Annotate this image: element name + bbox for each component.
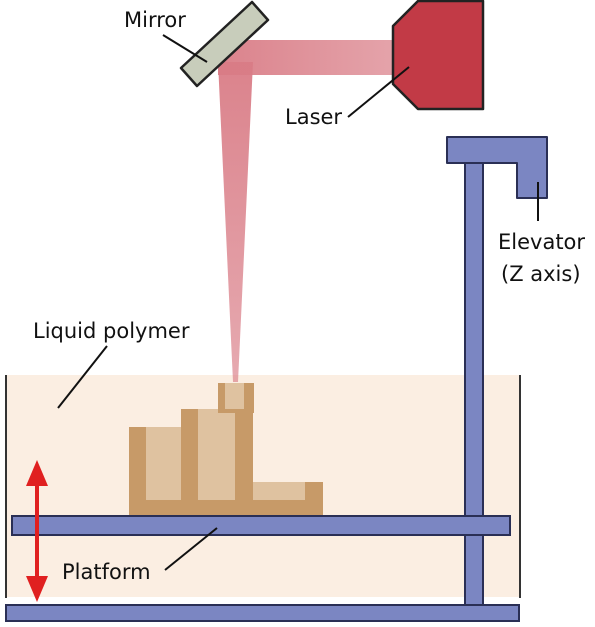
liquid-polymer-label: Liquid polymer	[33, 319, 190, 343]
platform-label: Platform	[62, 560, 151, 584]
mirror-leader	[162, 34, 208, 63]
laser-beam-vertical	[218, 62, 253, 382]
printed-part	[129, 383, 323, 515]
laser-leader	[347, 66, 410, 118]
base-plate	[5, 604, 520, 622]
laser-beam-horizontal	[218, 40, 395, 75]
elevator-column	[464, 162, 484, 607]
z-motion-arrow	[26, 460, 48, 602]
laser-label: Laser	[285, 105, 342, 129]
platform	[11, 515, 511, 536]
platform-leader	[164, 527, 218, 571]
mirror	[179, 0, 270, 88]
liquid-polymer-leader	[57, 345, 108, 409]
elevator-arm	[446, 136, 548, 199]
mirror-label: Mirror	[124, 8, 186, 32]
elevator-label-line1: Elevator	[498, 230, 585, 254]
laser	[391, 0, 485, 111]
elevator-label-line2: (Z axis)	[501, 262, 581, 286]
